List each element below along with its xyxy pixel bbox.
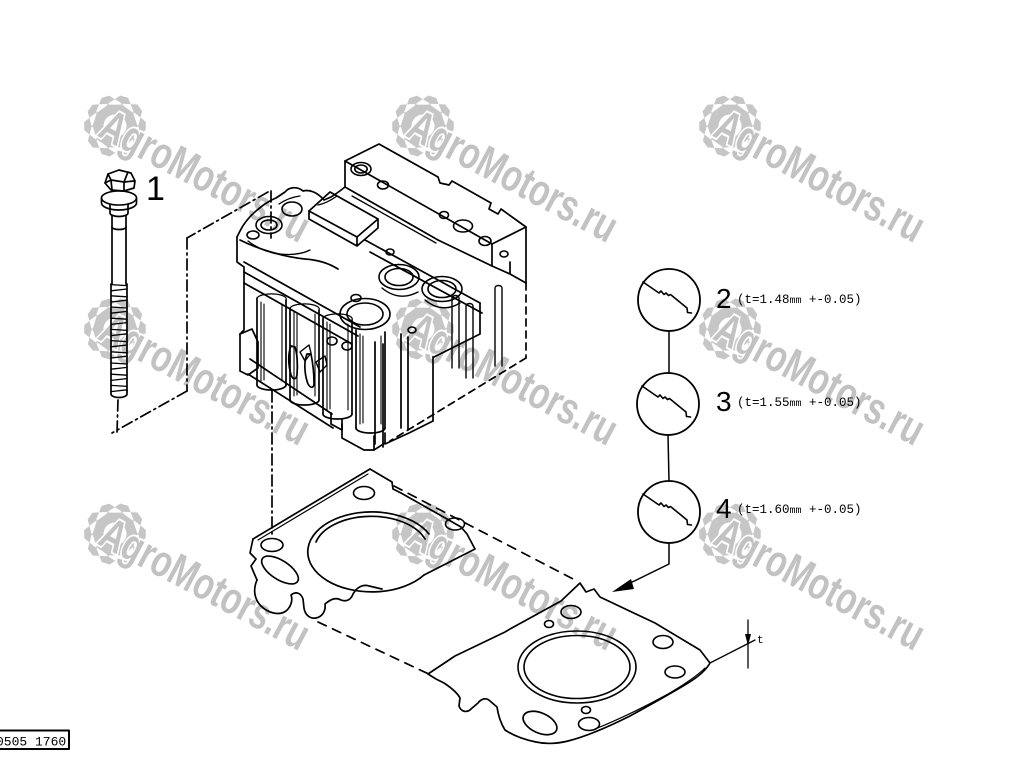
svg-text:(t=1.48mm +-0.05): (t=1.48mm +-0.05) <box>737 293 862 307</box>
svg-text:4: 4 <box>716 493 732 524</box>
svg-text:3: 3 <box>716 386 732 417</box>
svg-text:1: 1 <box>146 170 165 208</box>
svg-text:(t=1.55mm +-0.05): (t=1.55mm +-0.05) <box>737 396 862 410</box>
svg-text:t: t <box>757 635 764 647</box>
svg-text:(t=1.60mm +-0.05): (t=1.60mm +-0.05) <box>737 503 862 517</box>
svg-text:0505 1760: 0505 1760 <box>0 735 66 750</box>
svg-text:2: 2 <box>716 283 732 314</box>
